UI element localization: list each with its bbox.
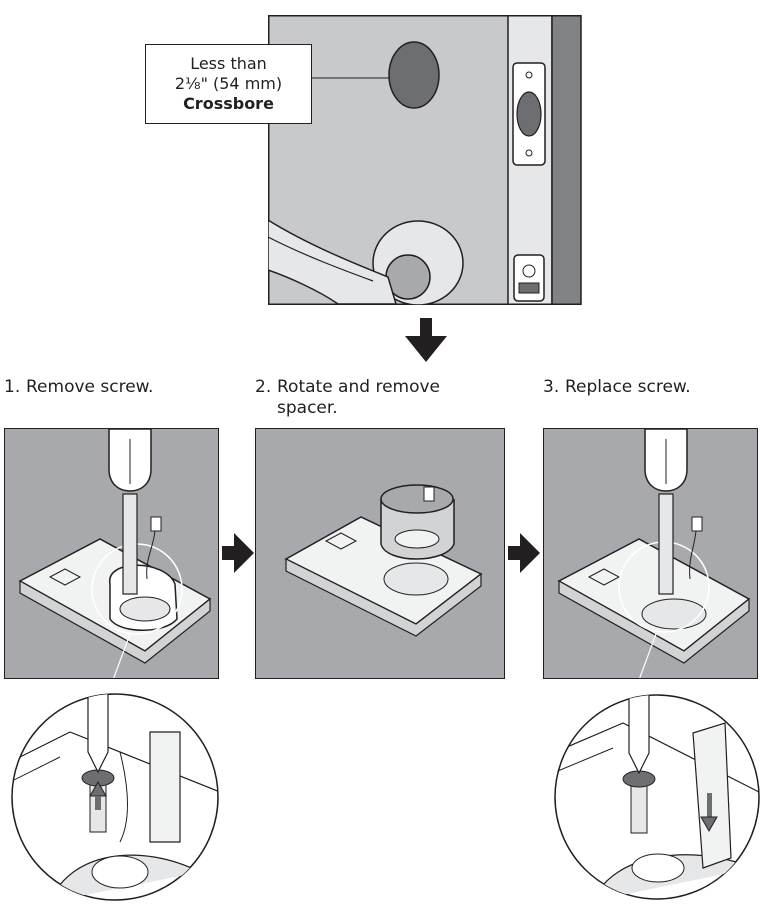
- step-1-panel: [4, 428, 219, 679]
- step-3-panel: [543, 428, 758, 679]
- door-illustration: [268, 15, 582, 305]
- callout-line-2: 2⅛" (54 mm): [174, 74, 283, 93]
- arrow-right-icon: [222, 533, 254, 573]
- callout-line-1: Less than: [190, 54, 267, 73]
- step-3-label: 3.Replace screw.: [543, 377, 691, 397]
- arrow-right-icon: [508, 533, 540, 573]
- step-2-label: 2.Rotate and remove spacer.: [255, 377, 441, 418]
- zoom-circle-step-1: [10, 692, 220, 902]
- arrow-down-icon: [405, 318, 447, 362]
- zoom-circle-step-3: [553, 693, 761, 901]
- step-1-label: 1.Remove screw.: [4, 377, 154, 397]
- step-2-panel: [255, 428, 505, 679]
- crossbore-callout: Less than 2⅛" (54 mm) Crossbore: [145, 44, 312, 124]
- callout-line-3: Crossbore: [183, 94, 274, 113]
- callout-leader-line: [312, 77, 390, 79]
